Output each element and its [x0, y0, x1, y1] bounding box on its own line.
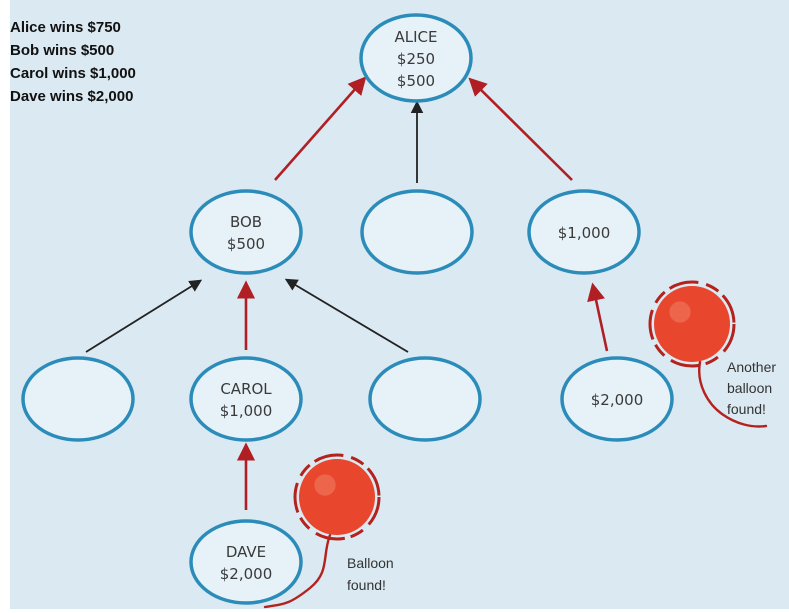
node-bob-line-0: BOB — [230, 213, 262, 231]
right-balloon-caption-line-2: found! — [727, 401, 766, 417]
diagram-background — [10, 0, 789, 609]
node-carol-line-0: CAROL — [220, 380, 272, 398]
node-alice: ALICE $250 $500 — [359, 13, 473, 103]
edge-right-2000-to-right-1000 — [587, 282, 609, 352]
node-alice-line-1: $250 — [397, 50, 435, 68]
winnings-list: Alice wins $750 Bob wins $500 Carol wins… — [10, 16, 136, 108]
dave-balloon-caption-line-0: Balloon — [347, 555, 394, 571]
node-right-1000: $1,000 — [527, 189, 641, 275]
node-alice-line-2: $500 — [397, 72, 435, 90]
node-right-1000-ellipse — [527, 189, 641, 275]
node-carol-line-1: $1,000 — [220, 402, 273, 420]
dave-balloon-highlight — [314, 474, 336, 496]
dave-balloon-body — [299, 459, 375, 535]
node-left-empty-ellipse — [21, 356, 135, 442]
node-carol-ellipse — [189, 356, 303, 442]
node-bob-child-empty-ellipse — [368, 356, 482, 442]
right-balloon-outline — [648, 280, 736, 368]
node-bob: BOB $500 — [189, 189, 303, 275]
node-carol: CAROL $1,000 — [189, 356, 303, 442]
node-right-2000: $2,000 — [560, 356, 674, 442]
node-right-1000-line-0: $1,000 — [558, 224, 611, 242]
edge-right-1000-to-alice — [468, 77, 573, 181]
winnings-dave: Dave wins $2,000 — [10, 88, 134, 105]
winnings-alice: Alice wins $750 — [10, 19, 121, 36]
node-right-2000-line-0: $2,000 — [591, 391, 644, 409]
node-right-2000-ellipse — [560, 356, 674, 442]
dave-balloon-caption-line-1: found! — [347, 577, 386, 593]
right-balloon-caption-line-0: Another — [727, 359, 776, 375]
dave-balloon: Balloon found! — [263, 453, 394, 609]
edge-bob-to-alice — [274, 76, 367, 181]
edge-left-empty-to-bob — [85, 279, 203, 353]
balloons-layer: Balloon found! Another balloon found! — [263, 280, 776, 609]
right-balloon-string — [698, 360, 768, 428]
right-balloon-body — [654, 286, 730, 362]
node-bob-child-empty — [368, 356, 482, 442]
dave-balloon-outline — [293, 453, 381, 541]
winnings-carol: Carol wins $1,000 — [10, 65, 136, 82]
edges-layer — [85, 76, 609, 510]
node-dave: DAVE $2,000 — [189, 519, 303, 605]
right-balloon-highlight — [669, 301, 691, 323]
node-dave-line-1: $2,000 — [220, 565, 273, 583]
dave-balloon-string — [263, 533, 332, 609]
node-mid-empty — [360, 189, 474, 275]
edge-bob-child-empty-to-bob — [284, 278, 409, 353]
right-balloon-caption-line-1: balloon — [727, 380, 772, 396]
node-mid-empty-ellipse — [360, 189, 474, 275]
node-alice-line-0: ALICE — [395, 28, 438, 46]
winnings-bob: Bob wins $500 — [10, 42, 115, 59]
right-balloon: Another balloon found! — [648, 280, 776, 428]
node-alice-ellipse — [359, 13, 473, 103]
node-dave-line-0: DAVE — [226, 543, 266, 561]
node-bob-ellipse — [189, 189, 303, 275]
node-dave-ellipse — [189, 519, 303, 605]
node-left-empty — [21, 356, 135, 442]
nodes-layer: ALICE$250$500BOB$500$1,000CAROL$1,000$2,… — [21, 13, 674, 605]
node-bob-line-1: $500 — [227, 235, 265, 253]
